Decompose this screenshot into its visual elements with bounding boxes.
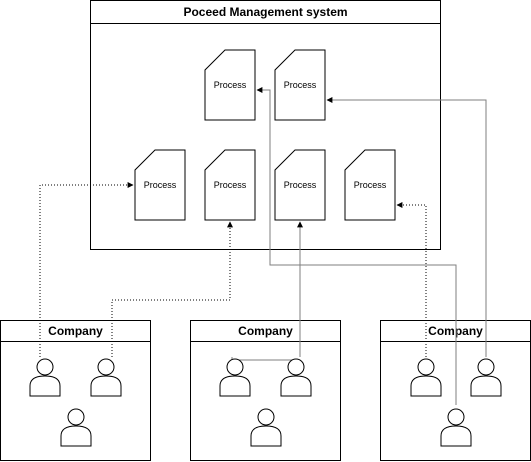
actor-icon[interactable] (60, 408, 92, 447)
connector-c3a1-to-p6[interactable] (396, 202, 427, 357)
actor-icon[interactable] (410, 358, 442, 397)
process-p3[interactable]: Process (134, 149, 186, 221)
actor-icon[interactable] (440, 408, 472, 447)
actor-icon[interactable] (90, 358, 122, 397)
process-label: Process (284, 80, 317, 90)
actors (29, 358, 502, 447)
connector-c3a3-to-p1[interactable] (256, 87, 457, 405)
process-p2[interactable]: Process (274, 49, 326, 121)
actor-icon[interactable] (219, 358, 251, 397)
process-label: Process (214, 180, 247, 190)
process-label: Process (144, 180, 177, 190)
actor-icon[interactable] (470, 358, 502, 397)
process-label: Process (354, 180, 387, 190)
company-title: Company (238, 324, 293, 338)
company-title: Company (48, 324, 103, 338)
process-p4[interactable]: Process (204, 149, 256, 221)
connector-c3a2-to-p2[interactable] (326, 97, 487, 357)
actor-icon[interactable] (280, 358, 312, 397)
process-label: Process (214, 80, 247, 90)
actor-icon[interactable] (29, 358, 61, 397)
actor-icon[interactable] (250, 408, 282, 447)
connector-c1a1-to-p3[interactable] (39, 182, 134, 357)
process-p6[interactable]: Process (344, 149, 396, 221)
process-p5[interactable]: Process (274, 149, 326, 221)
connector-c1a2-to-p4[interactable] (111, 221, 233, 357)
process-p1[interactable]: Process (204, 49, 256, 121)
company-container-c2[interactable]: Company (190, 320, 341, 461)
connectors (39, 87, 487, 405)
process-label: Process (284, 180, 317, 190)
system-title: Poceed Management system (183, 5, 347, 19)
